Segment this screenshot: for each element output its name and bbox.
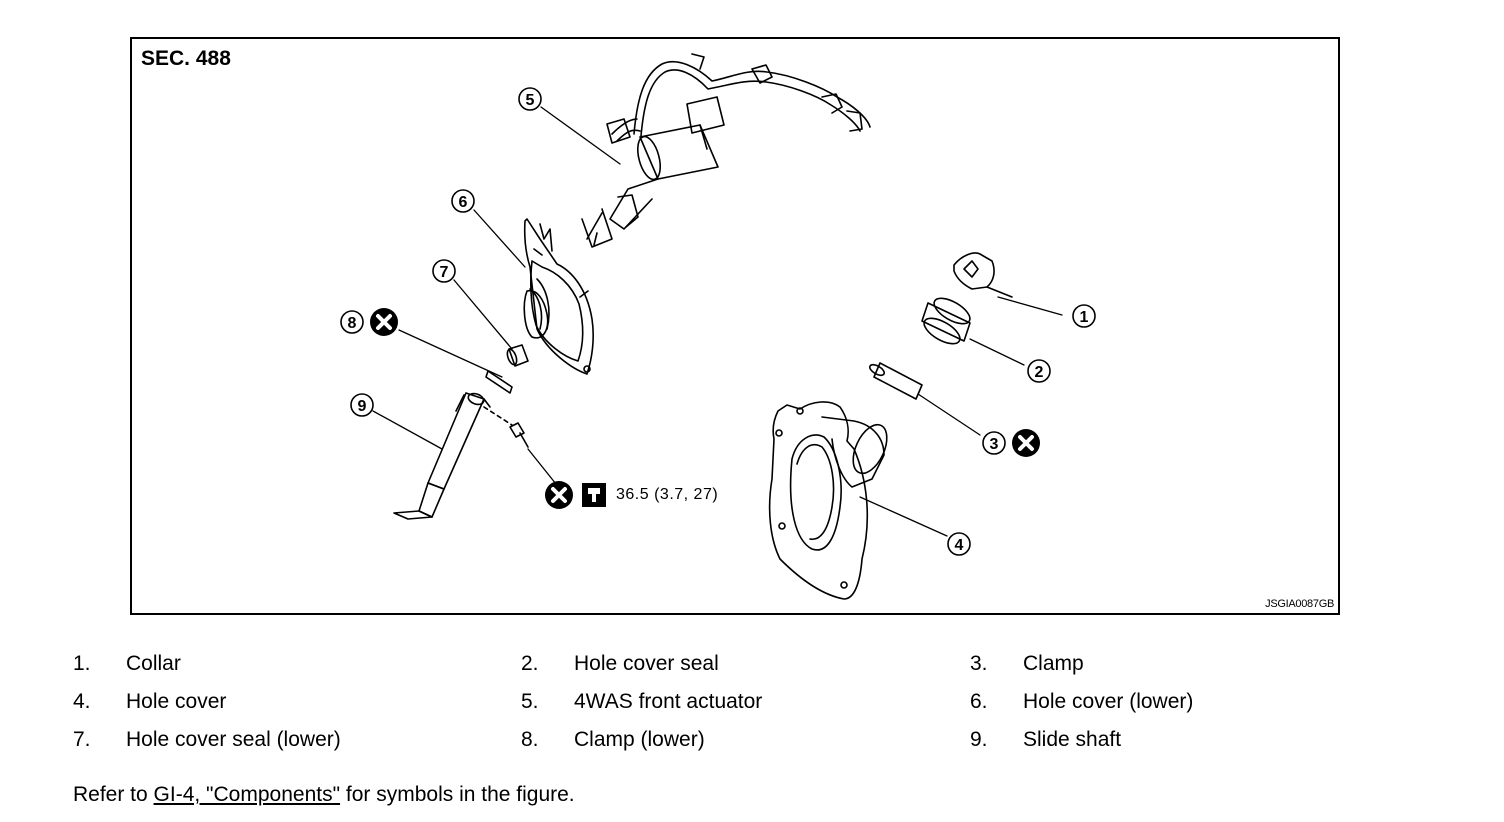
- components-reference-link[interactable]: GI-4, "Components": [153, 783, 341, 806]
- svg-text:1: 1: [1080, 309, 1089, 326]
- svg-text:8: 8: [348, 315, 357, 332]
- collar-part: [953, 252, 1013, 298]
- svg-text:6: 6: [459, 194, 468, 211]
- callouts: 5 6 7 8 9 1 2: [340, 87, 1096, 556]
- leader-lines: [372, 106, 1063, 537]
- callout-6: 6: [451, 189, 475, 213]
- svg-text:9: 9: [358, 398, 367, 415]
- actuator-part: [581, 53, 871, 248]
- do-not-reuse-icon: [1012, 429, 1040, 457]
- section-label: SEC. 488: [141, 47, 231, 70]
- hole-cover-seal-lower-part: [506, 344, 529, 367]
- svg-text:7: 7: [440, 264, 449, 281]
- figure-id: JSGIA0087GB: [1265, 598, 1334, 610]
- slide-shaft-part: [393, 392, 491, 520]
- do-not-reuse-icon: [545, 481, 573, 509]
- bolt-part: [483, 406, 529, 448]
- clamp-part: [868, 362, 923, 400]
- exploded-view-figure: 5 6 7 8 9 1 2: [130, 37, 1340, 615]
- hole-cover-seal-part: [921, 297, 971, 345]
- torque-spec: 36.5 (3.7, 27): [616, 486, 719, 503]
- callout-7: 7: [432, 259, 456, 283]
- callout-5: 5: [518, 87, 542, 111]
- do-not-reuse-icon: [370, 308, 398, 336]
- tighten-torque-icon: [582, 483, 606, 507]
- do-not-reuse-icons: [370, 308, 1040, 509]
- callout-9: 9: [350, 393, 374, 417]
- callout-4: 4: [947, 532, 971, 556]
- svg-text:2: 2: [1035, 364, 1044, 381]
- svg-text:5: 5: [526, 92, 535, 109]
- svg-text:3: 3: [990, 436, 999, 453]
- clamp-lower-part: [485, 370, 513, 394]
- component-drawing: 5 6 7 8 9 1 2: [340, 53, 1096, 600]
- callout-3: 3: [982, 431, 1006, 455]
- hole-cover-part: [768, 401, 888, 600]
- reference-note: Refer to GI-4, "Components" for symbols …: [73, 783, 575, 806]
- callout-8: 8: [340, 310, 364, 334]
- callout-1: 1: [1072, 304, 1096, 328]
- svg-text:4: 4: [955, 537, 964, 554]
- callout-2: 2: [1027, 359, 1051, 383]
- hole-cover-lower-part: [523, 218, 594, 375]
